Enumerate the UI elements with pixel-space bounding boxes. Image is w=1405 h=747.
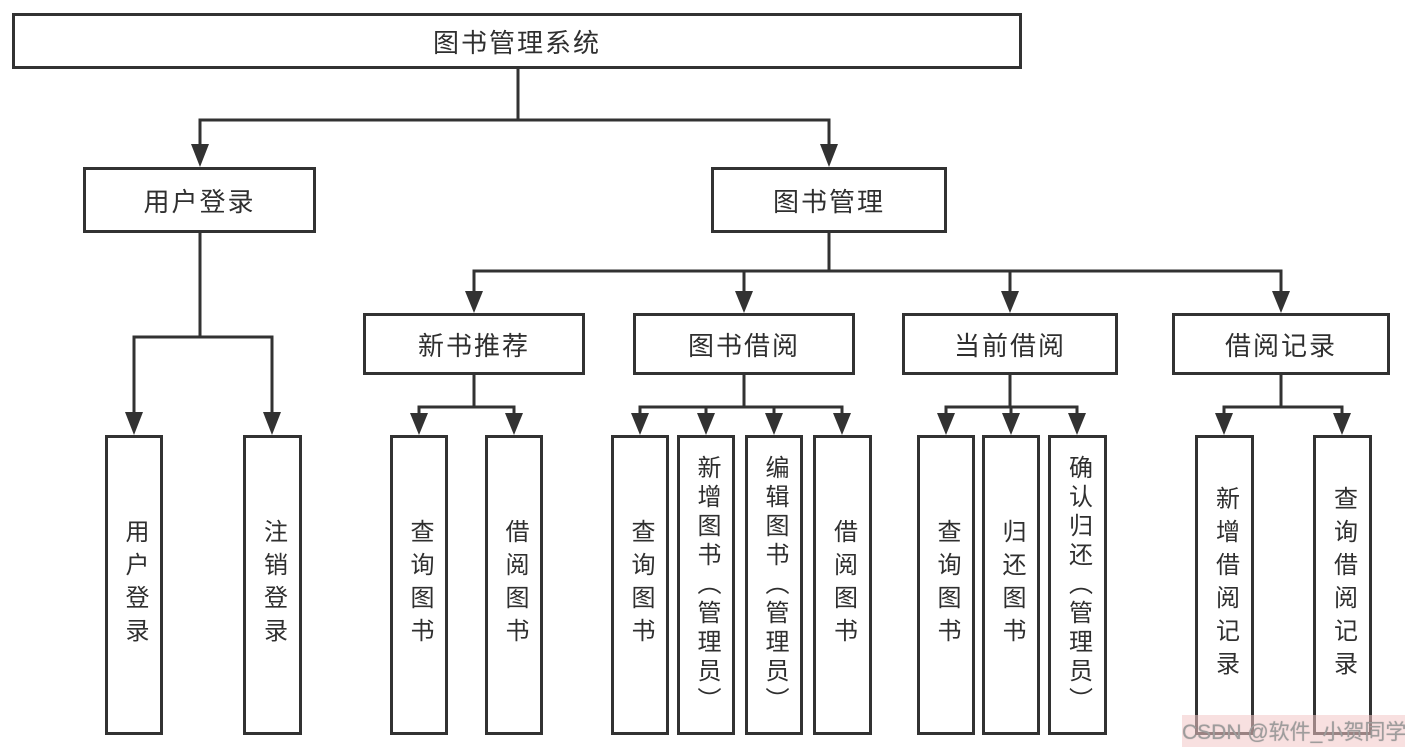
node-leaf-return-books: 归还图书: [982, 435, 1040, 735]
node-label: 新增借阅记录: [1211, 486, 1239, 684]
node-leaf-edit-books-admin: 编辑图书（管理员）: [745, 435, 803, 735]
node-leaf-borrow-books-1: 借阅图书: [485, 435, 543, 735]
node-label: 借阅图书: [501, 519, 528, 651]
node-leaf-user-login: 用户登录: [105, 435, 163, 735]
node-label: 归还图书: [998, 519, 1025, 651]
node-book-management: 图书管理: [711, 167, 947, 233]
node-leaf-query-books-1: 查询图书: [390, 435, 448, 735]
node-label: 查询图书: [627, 519, 654, 651]
node-book-borrow: 图书借阅: [633, 313, 855, 375]
node-label: 图书管理: [772, 186, 885, 217]
node-new-book-recommend: 新书推荐: [363, 313, 585, 375]
node-leaf-add-borrow-record: 新增借阅记录: [1195, 435, 1254, 735]
node-leaf-query-books-2: 查询图书: [611, 435, 669, 735]
node-label: 注销登录: [259, 519, 287, 651]
node-label: 编辑图书（管理员）: [761, 454, 788, 716]
node-label: 借阅记录: [1224, 330, 1337, 361]
node-label: 查询借阅记录: [1329, 486, 1357, 684]
node-label: 查询图书: [406, 519, 433, 651]
node-leaf-confirm-return-admin: 确认归还（管理员）: [1048, 435, 1107, 735]
node-borrow-records: 借阅记录: [1172, 313, 1390, 375]
node-leaf-query-books-3: 查询图书: [917, 435, 975, 735]
node-leaf-logout: 注销登录: [243, 435, 302, 735]
node-user-login: 用户登录: [83, 167, 316, 233]
node-root-library-system: 图书管理系统: [12, 13, 1022, 69]
node-label: 用户登录: [121, 519, 148, 651]
node-label: 当前借阅: [953, 330, 1066, 361]
node-label: 图书管理系统: [432, 27, 601, 58]
node-label: 新增图书（管理员）: [693, 454, 720, 716]
node-leaf-borrow-books-2: 借阅图书: [813, 435, 872, 735]
node-label: 图书借阅: [687, 330, 800, 361]
node-label: 借阅图书: [829, 519, 857, 651]
node-leaf-query-borrow-record: 查询借阅记录: [1313, 435, 1372, 735]
node-label: 确认归还（管理员）: [1064, 454, 1092, 716]
node-current-borrow: 当前借阅: [902, 313, 1118, 375]
node-label: 新书推荐: [417, 330, 530, 361]
node-label: 查询图书: [933, 519, 960, 651]
node-label: 用户登录: [143, 186, 256, 217]
node-leaf-add-books-admin: 新增图书（管理员）: [677, 435, 735, 735]
